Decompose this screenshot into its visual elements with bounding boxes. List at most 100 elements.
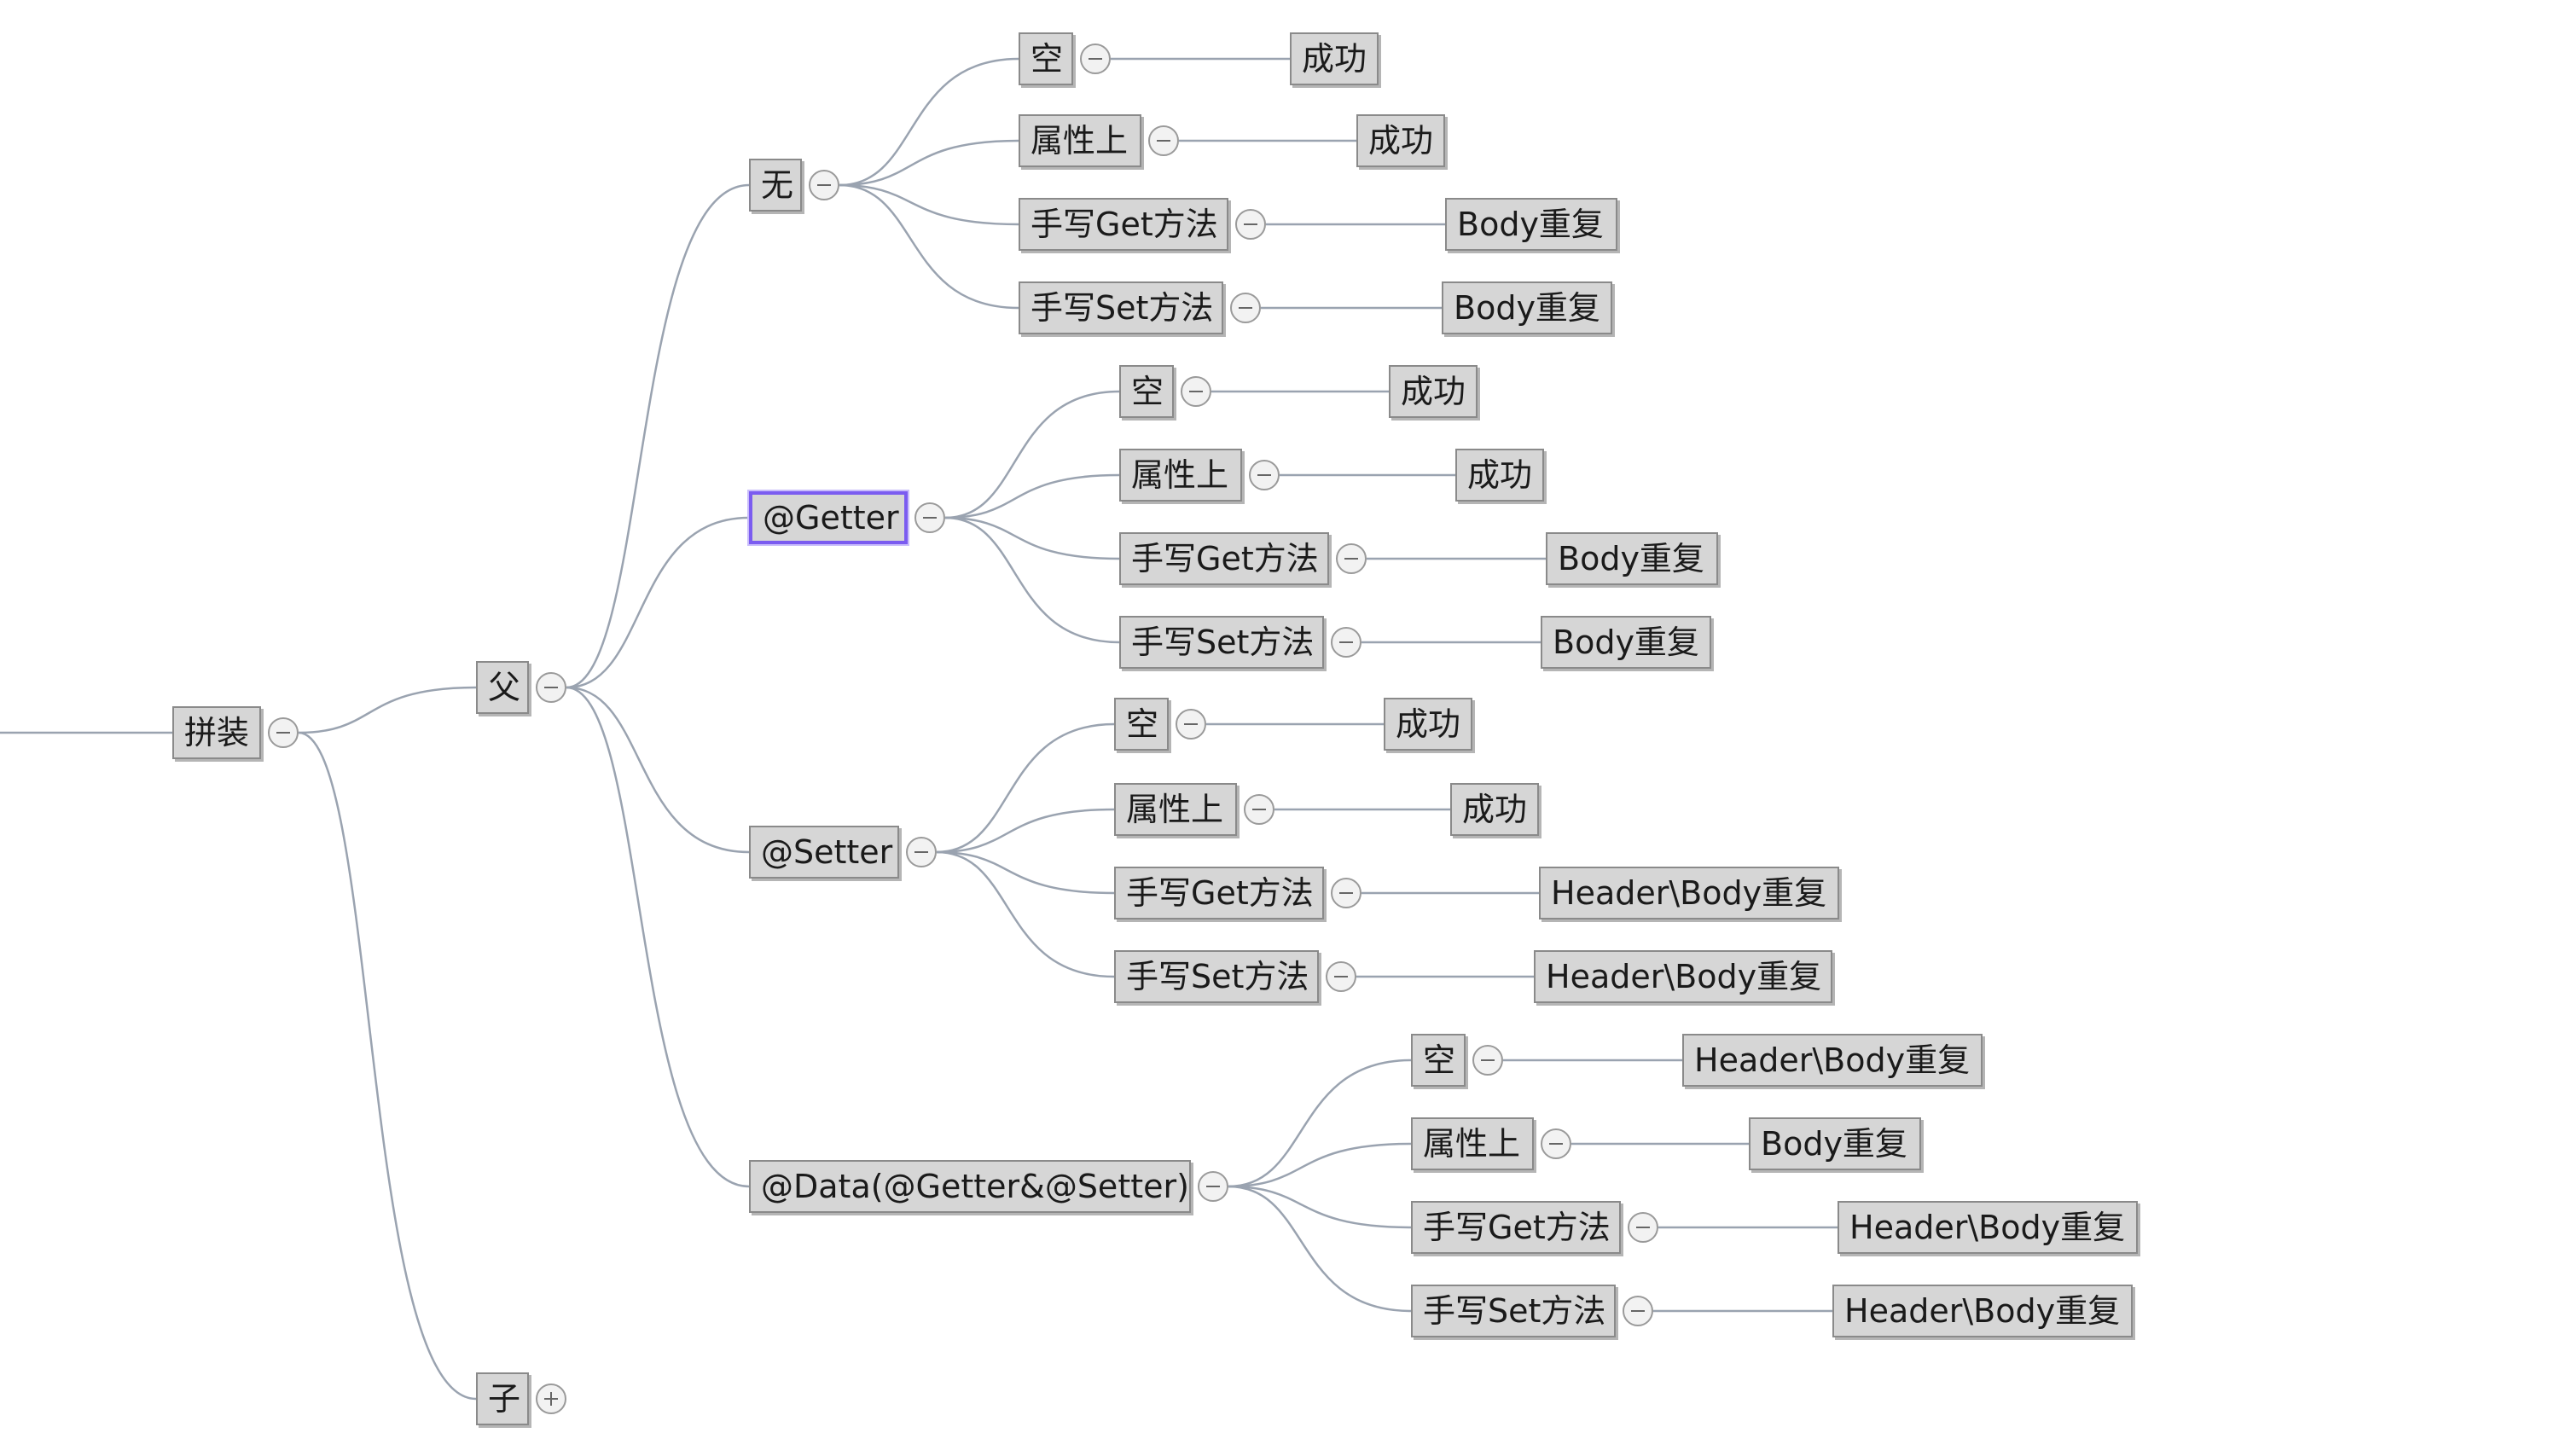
connector-data-da_g (1228, 1185, 1412, 1229)
connector-setter-se_s (936, 808, 1115, 854)
collapse-minus-icon[interactable] (1198, 1171, 1228, 1202)
connector-data-da_k (1228, 1059, 1412, 1188)
connector-getter-ge_t (944, 516, 1120, 644)
toggle-bar-horizontal (914, 851, 928, 853)
expand-plus-icon[interactable] (536, 1383, 566, 1414)
collapse-minus-icon[interactable] (1628, 1212, 1658, 1243)
topic-node-ge_g[interactable]: 手写Get方法 (1119, 532, 1329, 585)
topic-node-wu_g_r[interactable]: Body重复 (1445, 198, 1617, 251)
collapse-minus-icon[interactable] (1623, 1296, 1653, 1326)
topic-node-se_t_r[interactable]: Header\Body重复 (1534, 950, 1832, 1003)
topic-node-ge_s_r[interactable]: 成功 (1455, 449, 1544, 502)
collapse-minus-icon[interactable] (536, 672, 566, 703)
topic-node-ge_s[interactable]: 属性上 (1119, 449, 1242, 502)
topic-node-ge_t_r[interactable]: Body重复 (1541, 616, 1711, 669)
collapse-minus-icon[interactable] (1249, 460, 1280, 490)
collapse-minus-icon[interactable] (1148, 125, 1179, 156)
topic-node-wu_k[interactable]: 空 (1019, 32, 1073, 85)
collapse-minus-icon[interactable] (1326, 961, 1356, 992)
topic-node-getter[interactable]: @Getter (749, 491, 908, 544)
collapse-minus-icon[interactable] (1176, 709, 1206, 740)
topic-node-wu_t_r[interactable]: Body重复 (1442, 281, 1612, 334)
topic-node-root[interactable]: 拼装 (172, 706, 261, 759)
toggle-bar-horizontal (1089, 58, 1102, 60)
connector-getter-ge_g (944, 516, 1120, 560)
topic-node-da_s_r[interactable]: Body重复 (1749, 1117, 1921, 1170)
collapse-minus-icon[interactable] (1331, 878, 1361, 908)
toggle-bar-horizontal (1157, 140, 1170, 142)
topic-node-fu[interactable]: 父 (476, 661, 529, 714)
connector-getter-ge_s (944, 473, 1120, 519)
collapse-minus-icon[interactable] (1541, 1128, 1571, 1159)
collapse-minus-icon[interactable] (1331, 627, 1361, 658)
topic-node-wu_k_r[interactable]: 成功 (1290, 32, 1379, 85)
topic-node-se_g_r[interactable]: Header\Body重复 (1539, 867, 1839, 919)
collapse-minus-icon[interactable] (914, 502, 945, 533)
toggle-bar-horizontal (1636, 1227, 1650, 1228)
topic-node-wu[interactable]: 无 (749, 159, 802, 212)
topic-node-da_t[interactable]: 手写Set方法 (1411, 1285, 1616, 1337)
collapse-minus-icon[interactable] (1080, 44, 1111, 74)
toggle-bar-horizontal (1344, 558, 1358, 560)
collapse-minus-icon[interactable] (268, 717, 299, 748)
topic-node-da_g_r[interactable]: Header\Body重复 (1838, 1201, 2138, 1254)
connector-data-da_s (1228, 1142, 1412, 1188)
toggle-bar-horizontal (1481, 1059, 1495, 1061)
collapse-minus-icon[interactable] (1235, 209, 1266, 240)
topic-node-se_k_r[interactable]: 成功 (1384, 698, 1472, 751)
topic-node-se_s_r[interactable]: 成功 (1450, 783, 1539, 836)
topic-node-wu_s_r[interactable]: 成功 (1356, 114, 1445, 167)
toggle-bar-horizontal (1239, 307, 1252, 309)
collapse-minus-icon[interactable] (906, 837, 937, 867)
topic-node-wu_g[interactable]: 手写Get方法 (1019, 198, 1228, 251)
topic-node-se_t[interactable]: 手写Set方法 (1114, 950, 1319, 1003)
topic-node-da_t_r[interactable]: Header\Body重复 (1832, 1285, 2133, 1337)
connector-wu-wu_k (839, 57, 1019, 187)
collapse-minus-icon[interactable] (1181, 376, 1211, 407)
connector-getter-ge_k (944, 390, 1120, 519)
topic-node-da_g[interactable]: 手写Get方法 (1411, 1201, 1621, 1254)
toggle-bar-horizontal (1252, 809, 1266, 810)
topic-node-data[interactable]: @Data(@Getter&@Setter) (749, 1160, 1191, 1213)
toggle-bar-horizontal (1257, 474, 1271, 476)
connector-setter-se_k (936, 722, 1115, 854)
topic-node-da_k_r[interactable]: Header\Body重复 (1682, 1034, 1983, 1087)
topic-node-ge_k_r[interactable]: 成功 (1389, 365, 1478, 418)
collapse-minus-icon[interactable] (809, 170, 839, 200)
topic-node-se_k[interactable]: 空 (1114, 698, 1169, 751)
topic-node-ge_g_r[interactable]: Body重复 (1546, 532, 1718, 585)
collapse-minus-icon[interactable] (1336, 543, 1367, 574)
toggle-bar-horizontal (1184, 723, 1198, 725)
toggle-bar-horizontal (1244, 223, 1257, 225)
connector-wu-wu_s (839, 139, 1019, 187)
topic-node-da_s[interactable]: 属性上 (1411, 1117, 1534, 1170)
collapse-minus-icon[interactable] (1230, 293, 1261, 323)
toggle-bar-horizontal (1189, 391, 1203, 392)
topic-node-setter[interactable]: @Setter (749, 826, 899, 879)
collapse-minus-icon[interactable] (1472, 1045, 1503, 1076)
toggle-bar-horizontal (923, 517, 937, 519)
topic-node-wu_s[interactable]: 属性上 (1019, 114, 1141, 167)
toggle-bar-horizontal (1334, 976, 1348, 977)
topic-node-ge_k[interactable]: 空 (1119, 365, 1174, 418)
toggle-bar-horizontal (1549, 1143, 1563, 1145)
connector-root-fu (298, 686, 477, 734)
topic-node-ge_t[interactable]: 手写Set方法 (1119, 616, 1324, 669)
connector-wu-wu_t (839, 183, 1019, 310)
topic-node-da_k[interactable]: 空 (1411, 1034, 1466, 1087)
topic-node-wu_t[interactable]: 手写Set方法 (1019, 281, 1223, 334)
connector-fu-data (566, 686, 750, 1188)
connector-fu-wu (566, 183, 750, 689)
topic-node-se_s[interactable]: 属性上 (1114, 783, 1237, 836)
connector-setter-se_t (936, 850, 1115, 978)
toggle-bar-vertical (550, 1392, 552, 1406)
connector-fu-setter (566, 686, 750, 854)
connector-fu-getter (566, 516, 750, 689)
collapse-minus-icon[interactable] (1244, 794, 1274, 825)
toggle-bar-horizontal (1206, 1186, 1220, 1187)
connector-data-da_t (1228, 1185, 1412, 1313)
topic-node-zi[interactable]: 子 (476, 1372, 529, 1425)
topic-node-se_g[interactable]: 手写Get方法 (1114, 867, 1324, 919)
